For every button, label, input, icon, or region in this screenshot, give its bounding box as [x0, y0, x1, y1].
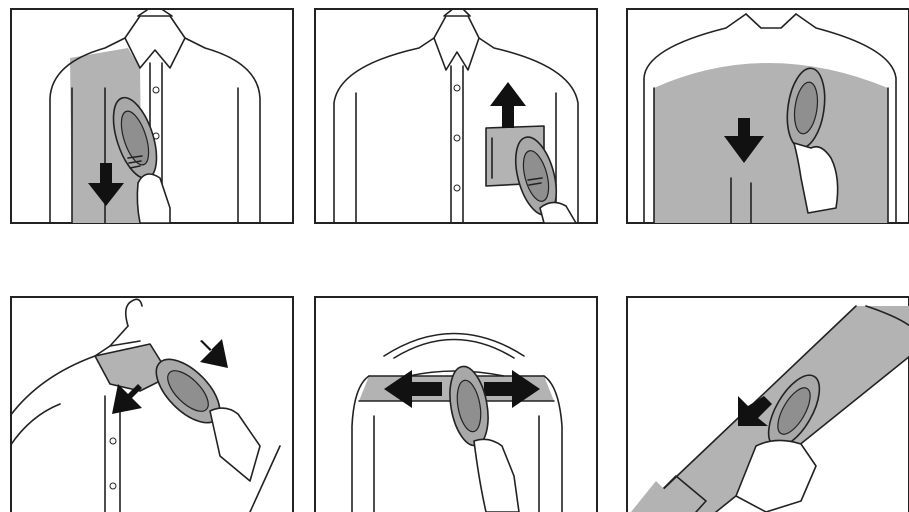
- shirt-back-illustration: [626, 8, 909, 224]
- panel-step-2: [314, 8, 598, 224]
- panel-step-4: [10, 296, 294, 512]
- hand-icon: [540, 202, 576, 223]
- panel-step-3: [626, 8, 909, 224]
- shirt-sleeve-illustration: [626, 296, 909, 512]
- shirt-front-illustration: [10, 8, 294, 224]
- shaded-back: [654, 63, 888, 223]
- panel-step-1: [10, 8, 294, 224]
- shirt-shoulder-illustration: [314, 296, 598, 512]
- panel-step-5: [314, 296, 598, 512]
- hand-icon: [474, 439, 519, 512]
- arrow-up-icon: [490, 82, 526, 128]
- hand-icon: [137, 174, 170, 223]
- shirt-collar-illustration: [10, 296, 294, 512]
- arrow-up-right-icon: [200, 339, 228, 368]
- shirt-pocket-illustration: [314, 8, 598, 224]
- panel-step-6: [626, 296, 909, 512]
- hand-icon: [210, 408, 260, 481]
